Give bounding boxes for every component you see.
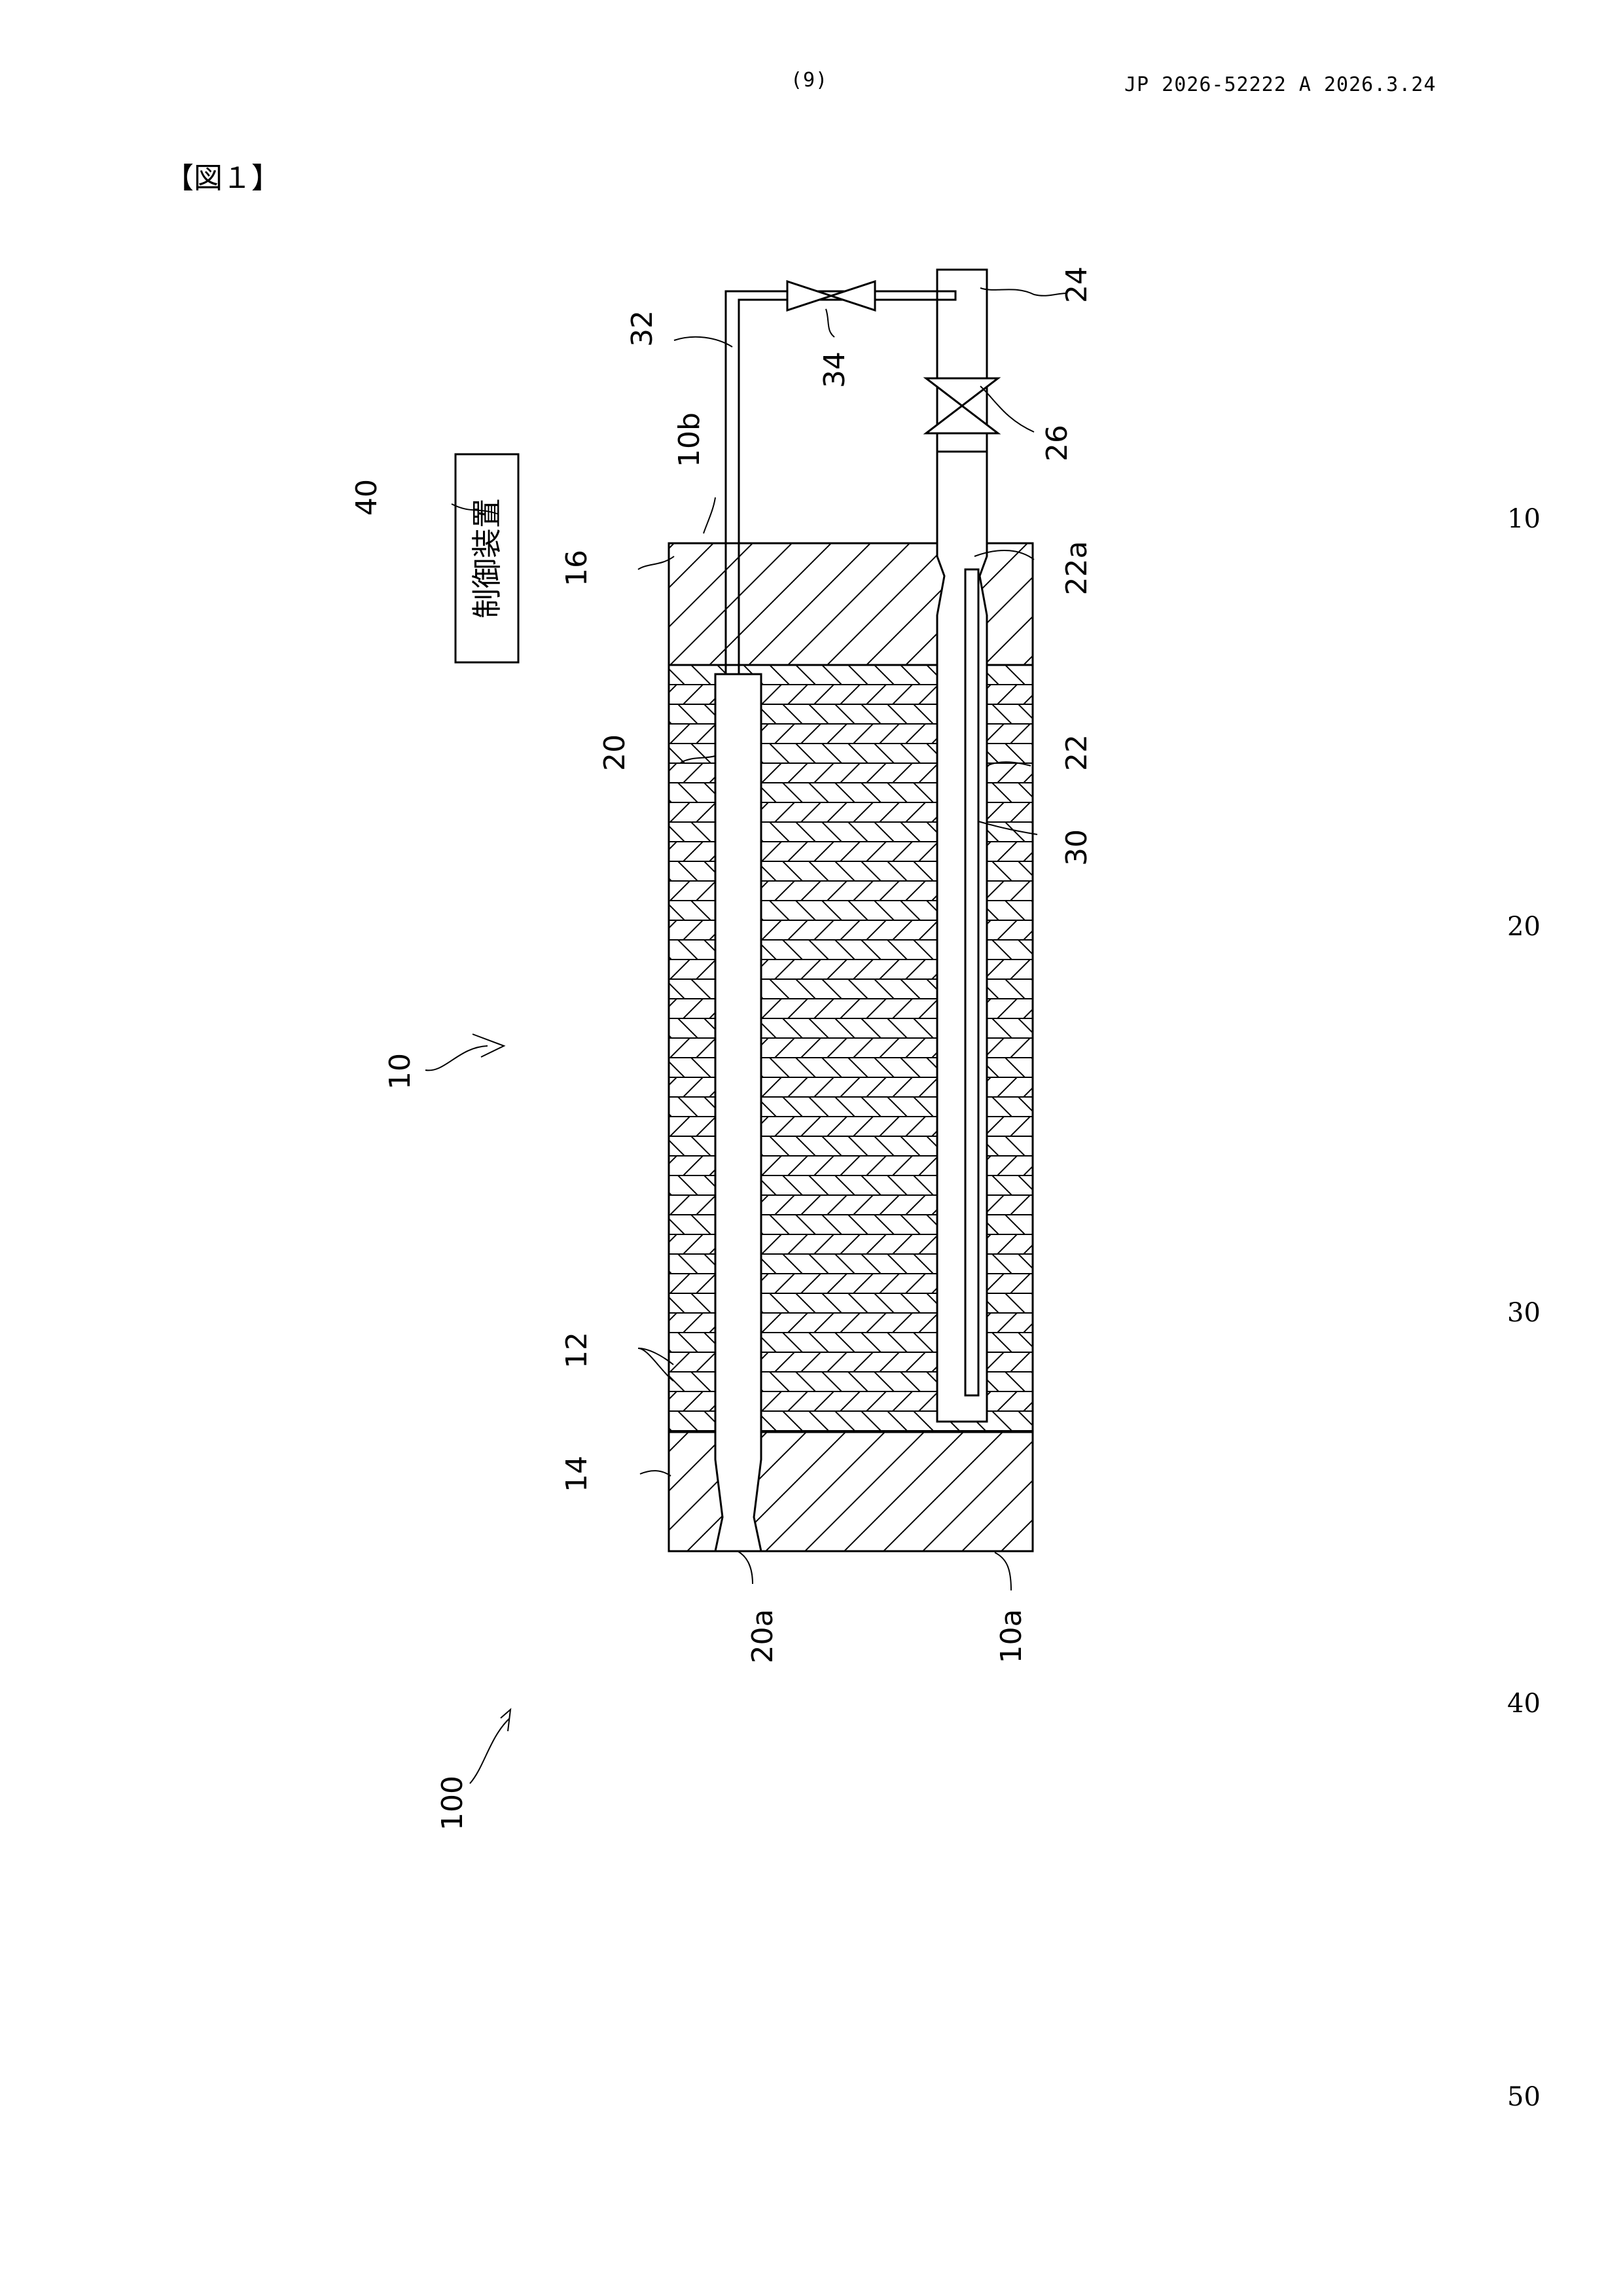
ref-14: 14 xyxy=(560,1456,594,1492)
sensor-30 xyxy=(965,569,978,1395)
ref-20a: 20a xyxy=(746,1609,779,1664)
ref-16: 16 xyxy=(560,550,594,586)
ref-100: 100 xyxy=(436,1776,469,1831)
ref-26: 26 xyxy=(1041,425,1074,461)
controller-label: 制御装置 xyxy=(469,498,505,619)
ref-22a: 22a xyxy=(1060,541,1094,596)
ref-40: 40 xyxy=(350,479,383,516)
ref-10: 10 xyxy=(383,1053,417,1090)
ref-12: 12 xyxy=(560,1332,594,1369)
ref-10a: 10a xyxy=(995,1609,1028,1664)
ref-34: 34 xyxy=(818,351,851,388)
ref-10b: 10b xyxy=(673,412,706,467)
ref-20: 20 xyxy=(598,734,632,771)
ref-32: 32 xyxy=(626,310,659,347)
channel-22 xyxy=(937,452,987,1422)
ref-22: 22 xyxy=(1060,734,1094,771)
channel-20 xyxy=(715,674,761,1551)
ref-24: 24 xyxy=(1060,266,1094,303)
valve-34 xyxy=(787,281,875,310)
ref-30: 30 xyxy=(1060,829,1094,866)
